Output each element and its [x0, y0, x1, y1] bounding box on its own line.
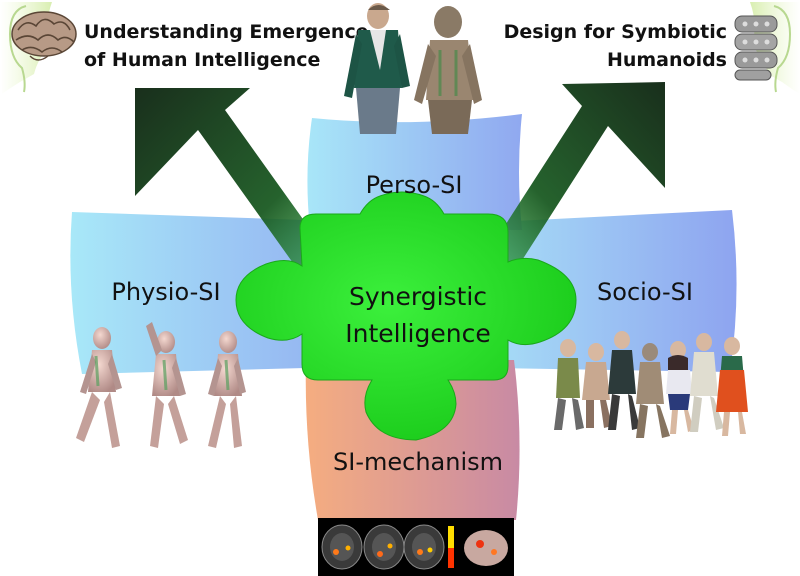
- top-left-title-line2: of Human Intelligence: [84, 49, 320, 71]
- humanoid-chip-icon: [734, 2, 800, 94]
- brain-scan-strip: [318, 518, 514, 576]
- center-label-line2: Intelligence: [345, 319, 490, 348]
- puzzle-left-piece: [70, 212, 305, 374]
- center-label-line1: Synergistic: [349, 282, 487, 311]
- walking-figure-2-icon: [146, 322, 188, 448]
- robot-figure-icon: [414, 6, 482, 134]
- puzzle-center-piece: [235, 191, 577, 441]
- arrow-right-up: [475, 82, 665, 290]
- arrow-left-up: [135, 88, 345, 298]
- socio-si-label: Socio-SI: [597, 278, 693, 306]
- human-brain-icon: [0, 2, 77, 94]
- top-right-title-line2: Humanoids: [607, 49, 727, 71]
- perso-si-label: Perso-SI: [366, 171, 463, 199]
- puzzle-top-piece: [307, 114, 522, 230]
- top-left-title-line1: Understanding Emergence: [84, 21, 369, 43]
- top-right-title-line1: Design for Symbiotic: [504, 21, 727, 43]
- man-figure-icon: [344, 3, 410, 134]
- walking-figure-3-icon: [208, 331, 246, 448]
- physio-si-label: Physio-SI: [111, 278, 220, 306]
- si-mechanism-label: SI-mechanism: [333, 448, 503, 476]
- people-group-icon: [554, 331, 748, 438]
- walking-figure-1-icon: [76, 327, 122, 448]
